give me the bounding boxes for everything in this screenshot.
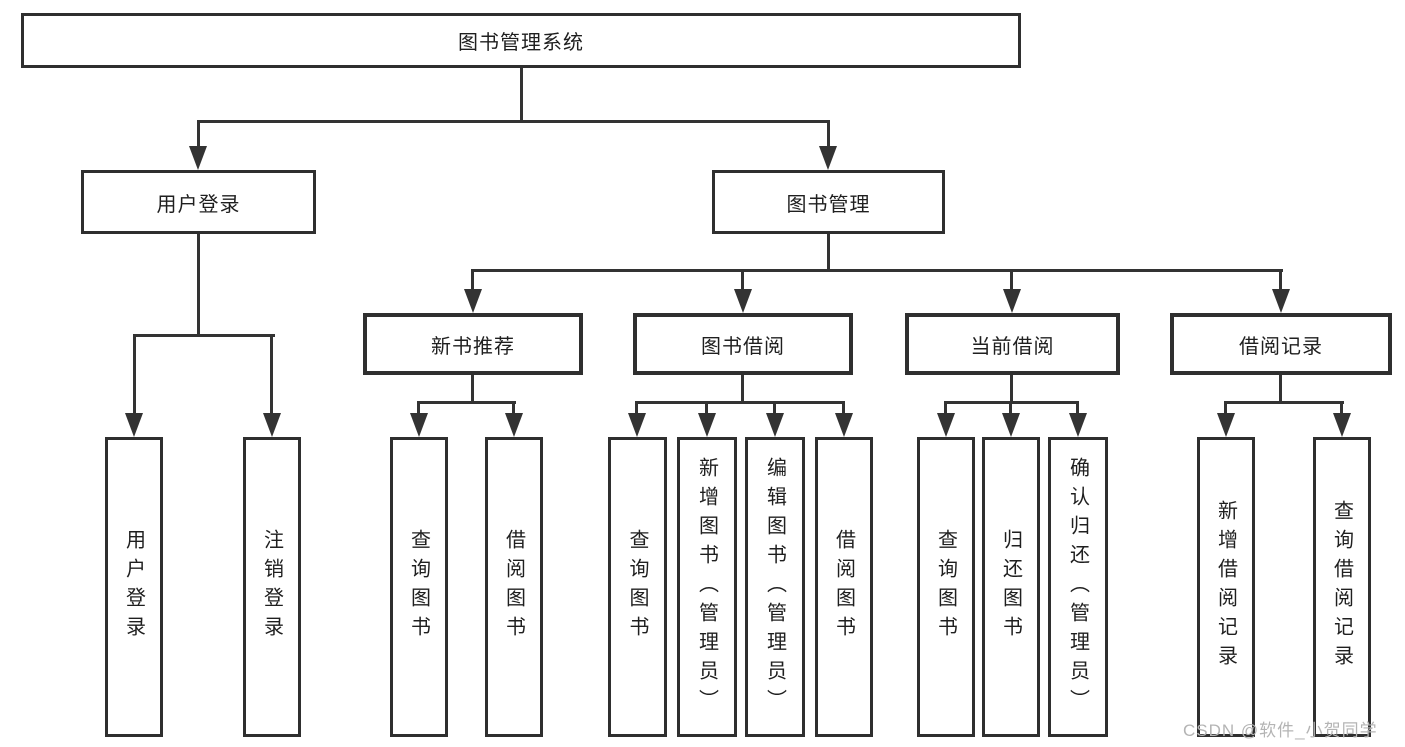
node-book-borrow: 图书借阅: [633, 313, 853, 375]
connector-cb-shaft-3: [1076, 401, 1079, 416]
node-bb-borrow-books: 借阅图书: [815, 437, 873, 737]
node-bb-query-books: 查询图书: [608, 437, 667, 737]
arrow-into-cb-confirm-return: [1069, 413, 1087, 437]
node-borrow-records: 借阅记录: [1170, 313, 1392, 375]
node-nbr-query-books-label: 查询图书: [407, 529, 430, 645]
connector-userlogin-branch: [133, 334, 275, 337]
node-new-book-recommend: 新书推荐: [363, 313, 583, 375]
node-cb-confirm-return-admin: 确认归还（管理员）: [1048, 437, 1108, 737]
node-bb-borrow-books-label: 借阅图书: [832, 529, 855, 645]
arrow-into-new-book-recommend: [464, 289, 482, 313]
node-bb-query-books-label: 查询图书: [626, 529, 648, 645]
node-borrow-records-label: 借阅记录: [1239, 335, 1323, 358]
connector-cb-stem: [1010, 375, 1013, 403]
connector-nbr-shaft-1: [417, 401, 420, 416]
arrow-into-current-borrow: [1003, 289, 1021, 313]
arrow-into-nbr-borrow-books: [505, 413, 523, 437]
arrow-into-cb-query-books: [937, 413, 955, 437]
arrow-into-bb-query-books: [628, 413, 646, 437]
node-logout-label: 注销登录: [260, 529, 283, 645]
arrow-into-book-management: [819, 146, 837, 170]
arrow-into-login: [125, 413, 143, 437]
node-bb-edit-books-admin: 编辑图书（管理员）: [745, 437, 805, 737]
connector-root-branch: [197, 120, 830, 123]
node-current-borrow-label: 当前借阅: [970, 335, 1055, 358]
connector-br-shaft-1: [1224, 401, 1227, 416]
connector-bookmgmt-stem: [827, 234, 830, 272]
node-root: 图书管理系统: [21, 13, 1021, 68]
node-nbr-borrow-books: 借阅图书: [485, 437, 543, 737]
connector-bookmgmt-shaft-4: [1279, 269, 1282, 293]
node-new-book-recommend-label: 新书推荐: [431, 335, 515, 358]
connector-userlogin-right-shaft: [270, 334, 273, 416]
node-login: 用户登录: [105, 437, 163, 737]
node-book-management: 图书管理: [712, 170, 945, 234]
connector-bookmgmt-shaft-2: [741, 269, 744, 293]
arrow-into-br-add-record: [1217, 413, 1235, 437]
arrow-into-logout: [263, 413, 281, 437]
connector-userlogin-left-shaft: [133, 334, 136, 416]
node-br-query-record: 查询借阅记录: [1313, 437, 1371, 737]
node-nbr-query-books: 查询图书: [390, 437, 448, 737]
arrow-into-bb-add-books: [698, 413, 716, 437]
arrow-into-bb-borrow-books: [835, 413, 853, 437]
node-cb-confirm-return-admin-label: 确认归还（管理员）: [1066, 456, 1089, 718]
node-cb-query-books: 查询图书: [917, 437, 975, 737]
connector-bookmgmt-shaft-1: [471, 269, 474, 293]
node-user-login: 用户登录: [81, 170, 316, 234]
connector-nbr-branch: [418, 401, 516, 404]
node-book-management-label: 图书管理: [786, 193, 871, 216]
arrow-into-user-login: [189, 146, 207, 170]
node-bb-add-books-admin: 新增图书（管理员）: [677, 437, 737, 737]
arrow-into-nbr-query-books: [410, 413, 428, 437]
watermark: CSDN @软件_小贺同学: [1183, 721, 1378, 740]
connector-nbr-shaft-2: [512, 401, 515, 416]
connector-cb-branch: [945, 401, 1079, 404]
connector-bookmgmt-shaft-3: [1010, 269, 1013, 293]
connector-bb-stem: [741, 375, 744, 403]
node-logout: 注销登录: [243, 437, 301, 737]
node-br-add-record: 新增借阅记录: [1197, 437, 1255, 737]
connector-cb-shaft-1: [944, 401, 947, 416]
node-nbr-borrow-books-label: 借阅图书: [502, 529, 525, 645]
connector-userlogin-stem: [197, 234, 200, 336]
connector-br-branch: [1225, 401, 1344, 404]
arrow-into-borrow-records: [1272, 289, 1290, 313]
arrow-into-cb-return-books: [1002, 413, 1020, 437]
arrow-into-bb-edit-books: [766, 413, 784, 437]
connector-br-shaft-2: [1340, 401, 1343, 416]
connector-bb-shaft-3: [773, 401, 776, 416]
node-br-add-record-label: 新增借阅记录: [1214, 500, 1237, 674]
connector-nbr-stem: [471, 375, 474, 403]
connector-br-stem: [1279, 375, 1282, 403]
node-current-borrow: 当前借阅: [905, 313, 1120, 375]
connector-bb-shaft-4: [842, 401, 845, 416]
node-cb-return-books: 归还图书: [982, 437, 1040, 737]
connector-root-stem: [520, 68, 523, 121]
connector-bb-branch: [635, 401, 845, 404]
connector-root-right-shaft: [827, 120, 830, 150]
node-login-label: 用户登录: [122, 529, 145, 645]
node-cb-return-books-label: 归还图书: [999, 529, 1022, 645]
connector-cb-shaft-2: [1009, 401, 1012, 416]
node-bb-add-books-admin-label: 新增图书（管理员）: [695, 456, 718, 718]
connector-bb-shaft-1: [635, 401, 638, 416]
node-user-login-label: 用户登录: [156, 193, 241, 216]
node-br-query-record-label: 查询借阅记录: [1330, 500, 1353, 674]
arrow-into-br-query-record: [1333, 413, 1351, 437]
node-bb-edit-books-admin-label: 编辑图书（管理员）: [763, 456, 786, 718]
node-book-borrow-label: 图书借阅: [701, 335, 785, 358]
node-root-label: 图书管理系统: [458, 32, 584, 54]
connector-root-left-shaft: [197, 120, 200, 150]
connector-bb-shaft-2: [705, 401, 708, 416]
arrow-into-book-borrow: [734, 289, 752, 313]
connector-bookmgmt-branch: [471, 269, 1283, 272]
node-cb-query-books-label: 查询图书: [934, 529, 957, 645]
